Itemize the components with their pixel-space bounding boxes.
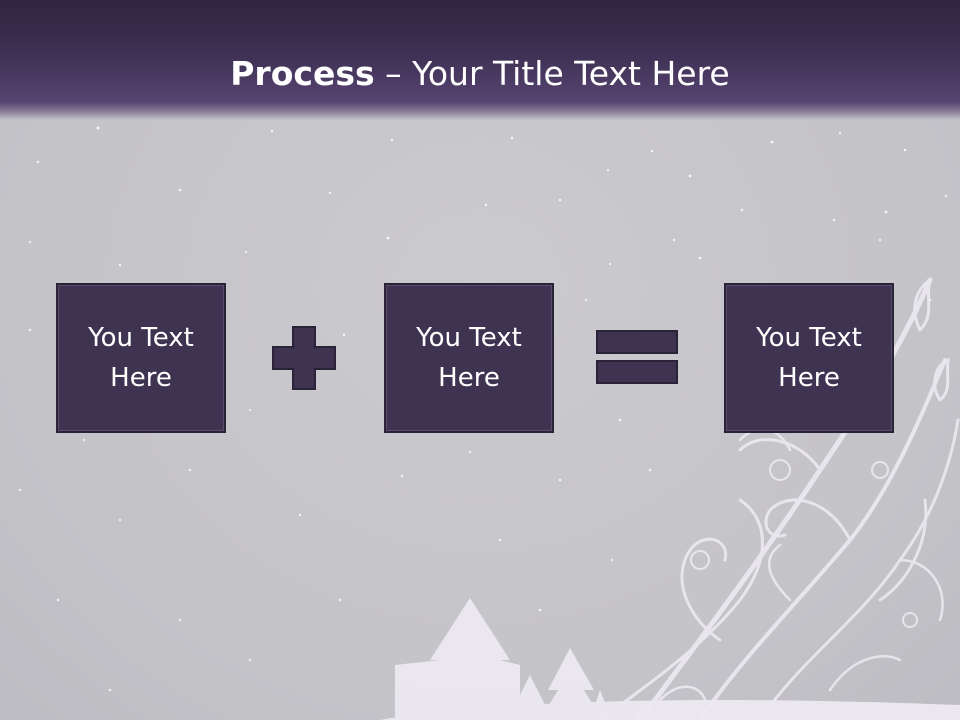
slide-title: Process – Your Title Text Here: [0, 52, 960, 96]
process-box-1[interactable]: You Text Here: [56, 283, 226, 433]
plus-icon: [272, 326, 336, 390]
process-box-2-text: You Text Here: [416, 323, 522, 393]
title-bold: Process: [230, 54, 375, 93]
title-rest: – Your Title Text Here: [374, 54, 730, 93]
process-box-2[interactable]: You Text Here: [384, 283, 554, 433]
equals-icon: [596, 330, 678, 384]
process-box-3[interactable]: You Text Here: [724, 283, 894, 433]
process-box-3-text: You Text Here: [756, 323, 862, 393]
title-bar: Process – Your Title Text Here: [0, 0, 960, 120]
process-box-1-text: You Text Here: [88, 323, 194, 393]
